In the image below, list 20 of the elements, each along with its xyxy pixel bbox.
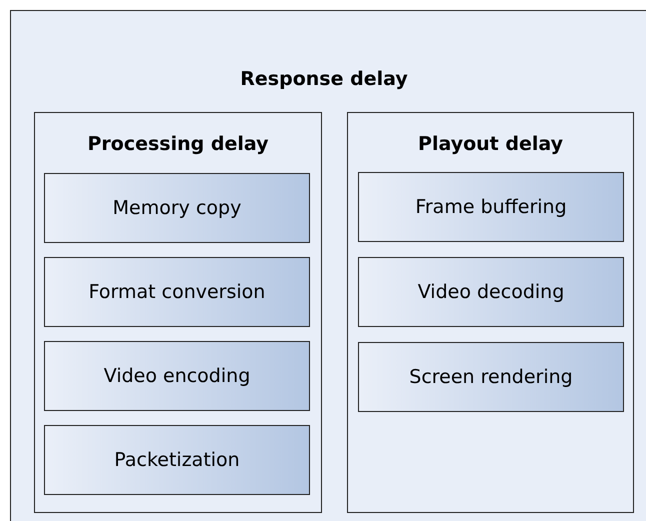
process-label: Packetization — [114, 449, 240, 471]
process-label: Screen rendering — [409, 366, 573, 388]
process-label: Memory copy — [112, 197, 242, 219]
process-box — [358, 257, 624, 327]
process-box — [358, 172, 624, 242]
process-label: Format conversion — [88, 281, 266, 303]
group-panel — [347, 112, 634, 513]
container-panel — [10, 10, 646, 521]
process-box — [44, 341, 310, 411]
process-label: Frame buffering — [415, 196, 567, 218]
group-heading: Processing delay — [86, 133, 270, 155]
process-box — [44, 425, 310, 495]
group-panel — [34, 112, 322, 513]
process-box — [44, 257, 310, 327]
process-box — [358, 342, 624, 412]
process-label: Video encoding — [104, 365, 250, 387]
process-label: Video decoding — [418, 281, 564, 303]
group-heading: Response delay — [239, 68, 409, 90]
process-box — [44, 173, 310, 243]
group-heading: Playout delay — [417, 133, 564, 155]
